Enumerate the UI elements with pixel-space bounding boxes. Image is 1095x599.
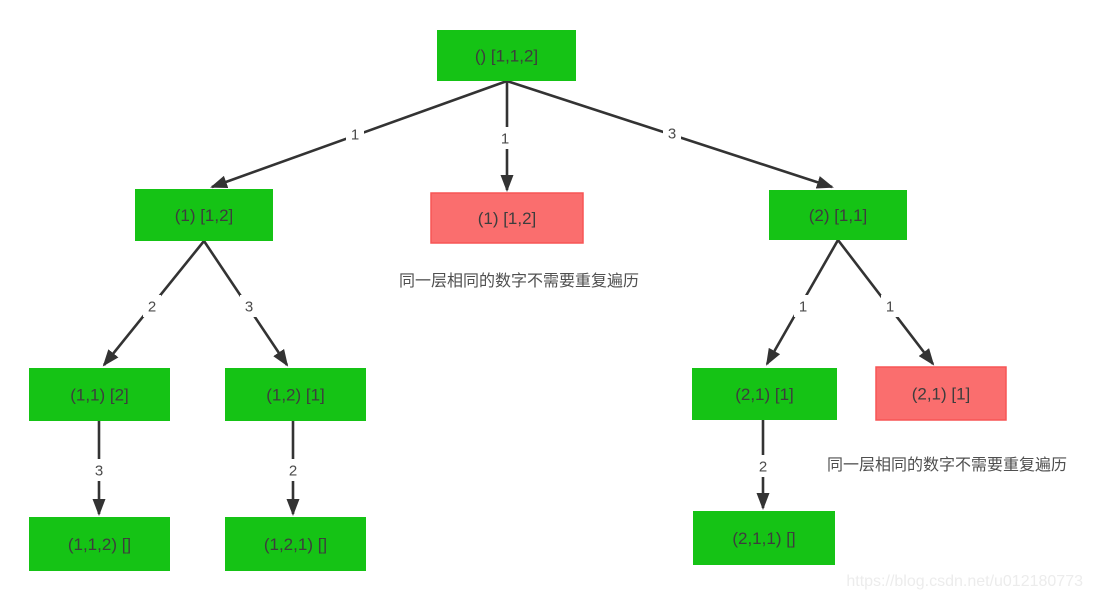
edge-label: 1 (799, 299, 807, 316)
edge-label: 3 (668, 126, 676, 143)
tree-node-n1-dup-pruned (430, 192, 584, 244)
tree-node-label: (1) [1,2] (478, 209, 537, 228)
edge-label: 3 (245, 299, 253, 316)
tree-node-n121 (225, 517, 366, 571)
edge-label-gap (754, 455, 772, 477)
edge-label-gap (284, 459, 302, 481)
tree-node-label: (1,1) [2] (70, 386, 129, 405)
tree-node-label: (2) [1,1] (809, 206, 868, 225)
tree-node-n21-dup-pruned (875, 366, 1007, 421)
edge-label-gap (240, 295, 258, 317)
tree-node-root (437, 30, 576, 81)
edge-label: 2 (759, 459, 767, 476)
tree-node-n1 (135, 189, 273, 241)
tree-node-n11 (29, 368, 170, 421)
edge-label-gap (881, 295, 899, 317)
annotation-text: 同一层相同的数字不需要重复遍历 (399, 272, 639, 290)
annotation-text: 同一层相同的数字不需要重复遍历 (827, 456, 1067, 474)
tree-node-n2 (769, 190, 907, 240)
edge-label: 2 (148, 299, 156, 316)
tree-node-label: (1,2) [1] (266, 386, 325, 405)
tree-node-n12 (225, 368, 366, 421)
edge-label-gap (794, 295, 812, 317)
edge-label-gap (143, 295, 161, 317)
edge-label-gap (663, 122, 681, 144)
tree-node-n211 (693, 511, 835, 565)
tree-node-label: () [1,1,2] (475, 47, 538, 66)
edge-label: 1 (351, 127, 359, 144)
edge-label: 3 (95, 463, 103, 480)
edge-label-gap (90, 459, 108, 481)
edge-label-gap (346, 123, 364, 145)
edge-label: 1 (501, 131, 509, 148)
tree-node-label: (2,1) [1] (912, 385, 971, 404)
tree-node-label: (1,2,1) [] (264, 535, 327, 554)
edge-label: 1 (886, 299, 894, 316)
tree-node-label: (2,1) [1] (735, 385, 794, 404)
tree-node-n21 (692, 368, 837, 420)
watermark-url: https://blog.csdn.net/u012180773 (846, 573, 1083, 590)
edge-label-gap (496, 127, 514, 149)
tree-node-label: (1) [1,2] (175, 206, 234, 225)
tree-node-label: (2,1,1) [] (732, 529, 795, 548)
edge-label: 2 (289, 463, 297, 480)
tree-node-label: (1,1,2) [] (68, 535, 131, 554)
tree-node-n112 (29, 517, 170, 571)
